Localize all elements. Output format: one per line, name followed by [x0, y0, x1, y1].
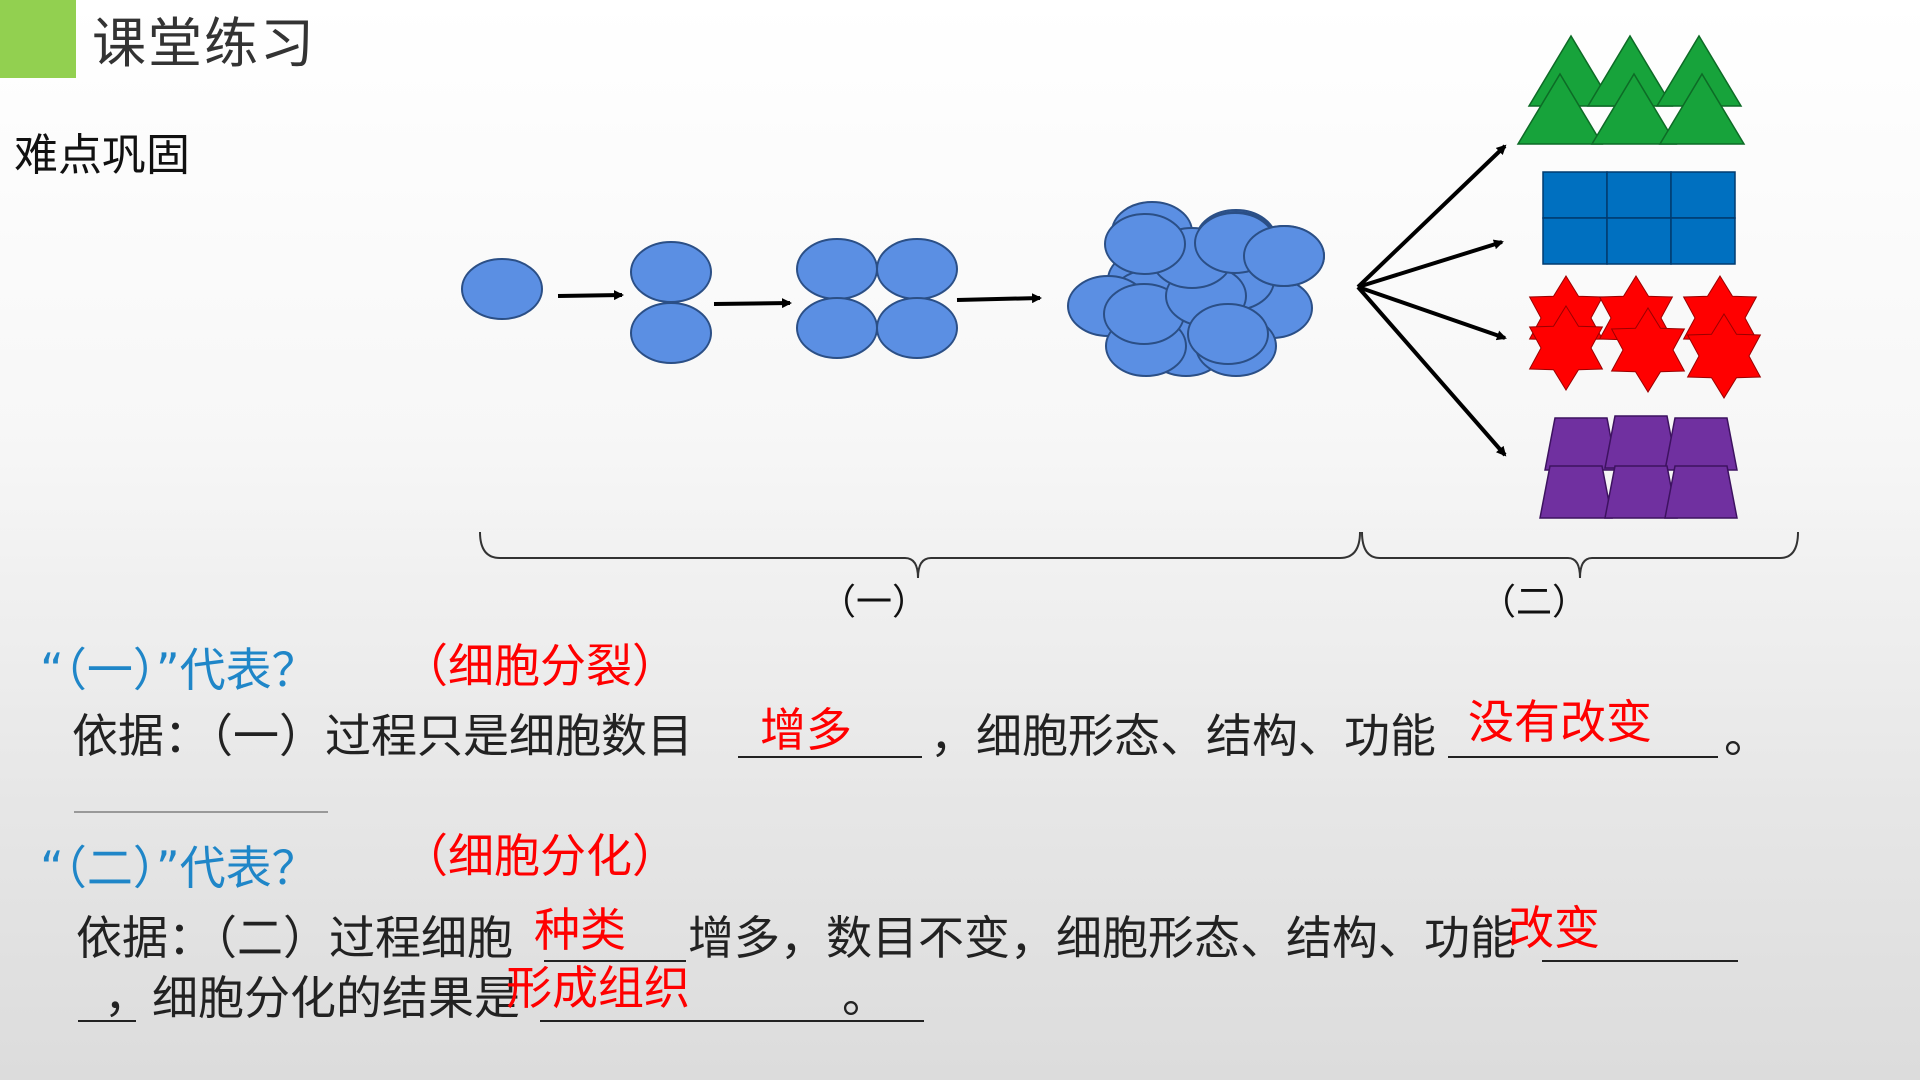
- cell: [796, 238, 878, 300]
- cell: [876, 238, 958, 300]
- q2-basis-part3: 细胞分化的结果是: [152, 971, 520, 1025]
- q1-answer: （细胞分裂）: [402, 639, 678, 693]
- cell: [461, 258, 543, 320]
- q1-continuation-line: [74, 811, 328, 813]
- arrow: [557, 290, 624, 301]
- q1-basis-part2: ，细胞形态、结构、功能: [930, 709, 1436, 763]
- red-star-cell: [1686, 313, 1762, 399]
- q2-line2-start-line: [78, 1020, 136, 1022]
- cell: [630, 302, 712, 364]
- q1-blank2-answer: 没有改变: [1468, 695, 1652, 749]
- arrow: [713, 298, 792, 309]
- blue-rectangle-cell: [1670, 171, 1736, 219]
- arrow: [1357, 285, 1507, 341]
- cell: [1187, 303, 1269, 365]
- blue-rectangle-cell: [1670, 217, 1736, 265]
- blue-rectangle-cell: [1606, 217, 1672, 265]
- q1-blank1-line: [738, 756, 922, 758]
- red-star-cell: [1528, 305, 1604, 391]
- cell: [630, 241, 712, 303]
- q1-blank2-line: [1448, 756, 1718, 758]
- bracket-two: [1361, 531, 1799, 579]
- differentiation-arrows: [1356, 144, 1507, 457]
- green-triangle-cell: [1590, 72, 1678, 145]
- purple-trapezoid-cell: [1664, 417, 1738, 471]
- cell: [1243, 225, 1325, 287]
- arrow: [1356, 144, 1507, 289]
- cell: [796, 297, 878, 359]
- q2-blank3-answer: 形成组织: [506, 961, 690, 1015]
- cell: [1104, 213, 1186, 275]
- q2-blank1-line: [544, 960, 686, 962]
- q2-period: 。: [842, 969, 888, 1023]
- q1-period: 。: [1724, 709, 1770, 763]
- q1-basis-part1: 依据：（一）过程只是细胞数目: [72, 709, 693, 763]
- q2-blank2-line: [1542, 960, 1738, 962]
- q2-blank3-line: [540, 1020, 924, 1022]
- title-accent-block: [0, 0, 76, 78]
- bracket-one: [479, 531, 1361, 579]
- q2-blank2-answer: 改变: [1508, 901, 1600, 955]
- arrow: [956, 293, 1042, 304]
- cell: [876, 297, 958, 359]
- q2-prompt: “（二）”代表？: [40, 841, 318, 895]
- q2-blank1-answer: 种类: [534, 903, 626, 957]
- q2-basis-part1: 依据：（二）过程细胞: [76, 911, 513, 965]
- arrow: [1356, 285, 1507, 457]
- green-triangle-cell: [1658, 72, 1746, 145]
- q1-blank1-answer: 增多: [760, 703, 852, 757]
- dividing-cells: [461, 201, 1325, 377]
- division-arrows: [557, 290, 1042, 309]
- bracket-one-label: （一）: [820, 582, 929, 623]
- q2-basis-part2: 增多，数目不变，细胞形态、结构、功能: [688, 911, 1516, 965]
- cell-division-differentiation-diagram: [461, 34, 1799, 579]
- slide-title: 课堂练习: [92, 12, 316, 75]
- q1-prompt: “（一）”代表？: [40, 643, 318, 697]
- bracket-two-label: （二）: [1480, 582, 1589, 623]
- red-star-cell: [1610, 307, 1686, 393]
- blue-rectangle-cell: [1542, 171, 1608, 219]
- blue-rectangle-cell: [1542, 217, 1608, 265]
- section-subtitle: 难点巩固: [14, 130, 190, 181]
- q2-line2-comma: ，: [104, 969, 150, 1023]
- green-triangle-cell: [1516, 72, 1604, 145]
- arrow: [1357, 239, 1504, 289]
- purple-trapezoid-cell: [1539, 465, 1613, 519]
- blue-rectangle-cell: [1606, 171, 1672, 219]
- q2-answer: （细胞分化）: [402, 829, 678, 883]
- differentiated-tissues: [1516, 34, 1762, 519]
- purple-trapezoid-cell: [1664, 465, 1738, 519]
